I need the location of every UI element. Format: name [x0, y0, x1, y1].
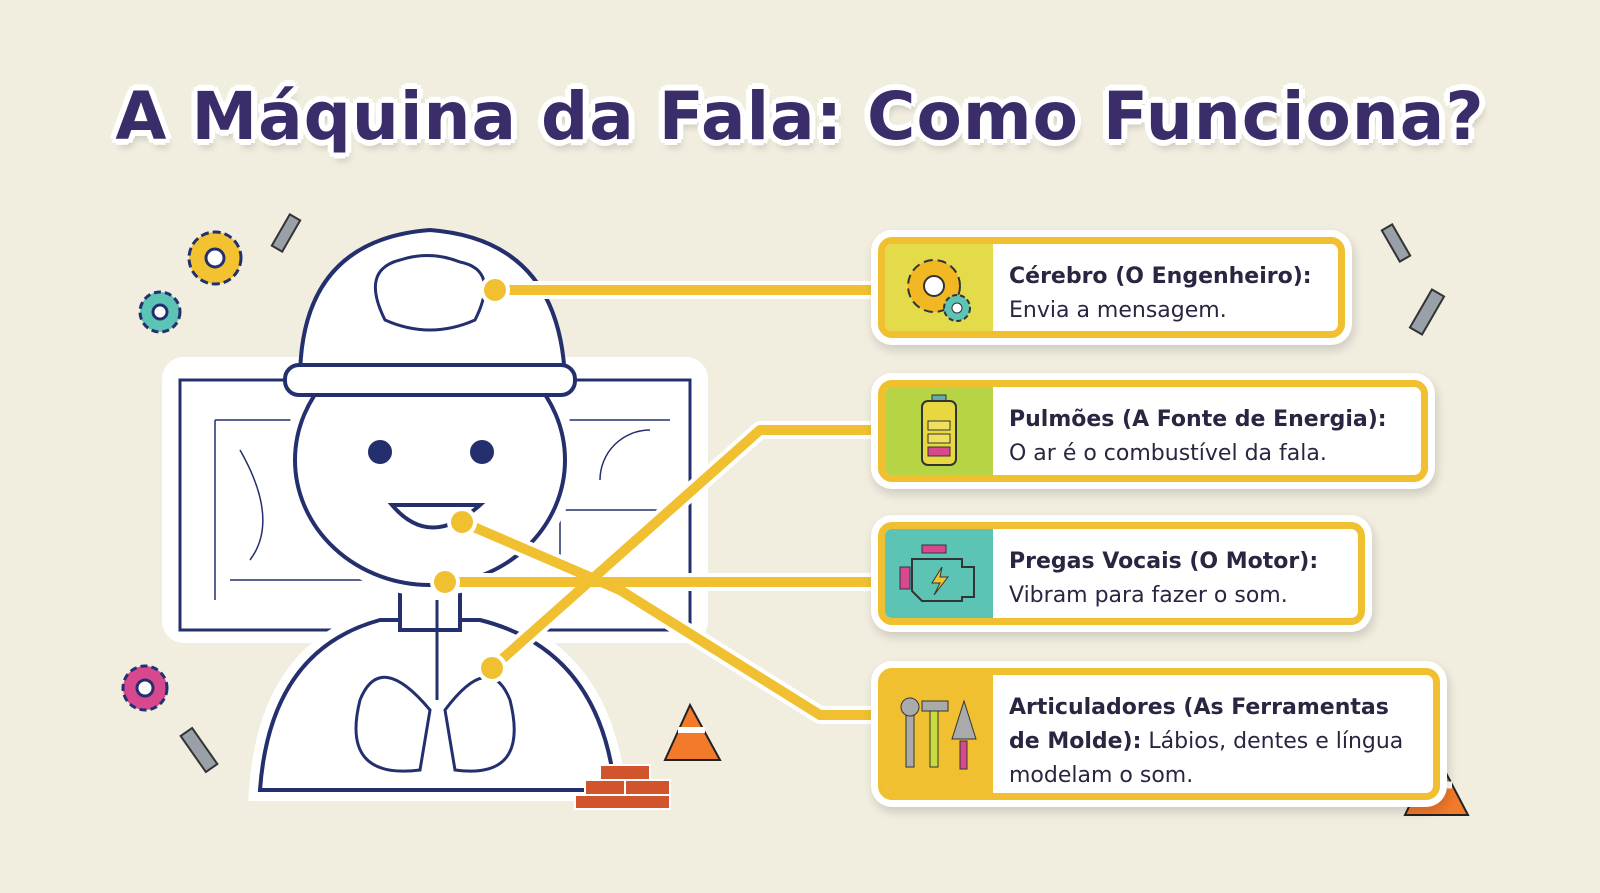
card-heading: Articuladores (As Ferramentas de Molde):	[1009, 695, 1389, 754]
screw-icon	[179, 726, 219, 774]
tools-icon	[885, 675, 993, 793]
card-heading: Pulmões (A Fonte de Energia):	[1009, 407, 1387, 432]
card-articulators: Articuladores (As Ferramentas de Molde):…	[878, 668, 1440, 800]
gear-icon	[121, 664, 169, 712]
connector-lines	[430, 275, 894, 724]
bricks-icon	[574, 764, 671, 810]
screw-icon	[1380, 223, 1412, 263]
card-text: O ar é o combustível da fala.	[1009, 441, 1327, 466]
engineer-character	[248, 227, 628, 801]
battery-icon	[885, 387, 993, 475]
card-brain: Cérebro (O Engenheiro): Envia a mensagem.	[878, 237, 1345, 338]
card-text: Envia a mensagem.	[1009, 298, 1227, 323]
screw-icon	[270, 213, 302, 253]
card-vocal-folds: Pregas Vocais (O Motor): Vibram para faze…	[878, 522, 1365, 625]
card-text: Vibram para fazer o som.	[1009, 583, 1288, 608]
traffic-cone-icon	[663, 702, 722, 761]
engine-icon	[885, 529, 993, 618]
screw-icon	[1408, 288, 1446, 336]
gear-icon	[138, 290, 182, 334]
gears-icon	[885, 244, 993, 331]
card-heading: Cérebro (O Engenheiro):	[1009, 264, 1312, 289]
gear-icon	[187, 230, 243, 286]
card-heading: Pregas Vocais (O Motor):	[1009, 549, 1319, 574]
card-lungs: Pulmões (A Fonte de Energia): O ar é o co…	[878, 380, 1428, 482]
page-title: A Máquina da Fala: Como Funciona?	[115, 78, 1485, 155]
card-text: Lábios, dentes e língua modelam o som.	[1009, 729, 1404, 788]
